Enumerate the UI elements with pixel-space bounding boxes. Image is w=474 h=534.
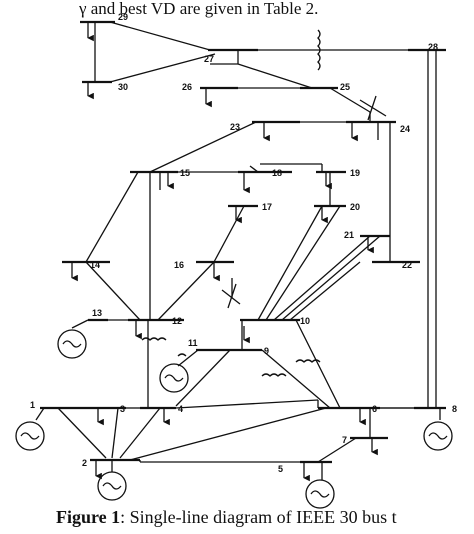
generators [15, 319, 453, 509]
bus-label-19: 19 [350, 168, 360, 178]
generator-13 [57, 329, 87, 359]
generator-2 [97, 471, 127, 501]
load-arrows [71, 22, 378, 482]
bus-label-29: 29 [118, 12, 128, 22]
bus-label-17: 17 [262, 202, 272, 212]
bus-label-26: 26 [182, 82, 192, 92]
bus-label-4: 4 [178, 404, 183, 414]
bus-label-28: 28 [428, 42, 438, 52]
bus-label-12: 12 [172, 316, 182, 326]
bus-label-16: 16 [174, 260, 184, 270]
bus-label-2: 2 [82, 458, 87, 468]
bus-label-21: 21 [344, 230, 354, 240]
bus-label-20: 20 [350, 202, 360, 212]
figure-caption: Figure 1: Single-line diagram of IEEE 30… [56, 506, 474, 530]
bus-label-13: 13 [92, 308, 102, 318]
bus-label-22: 22 [402, 260, 412, 270]
bus-label-9: 9 [264, 346, 269, 356]
bus-label-6: 6 [372, 404, 377, 414]
bus-label-27: 27 [204, 54, 214, 64]
bus-label-7: 7 [342, 435, 347, 445]
bus-label-10: 10 [300, 316, 310, 326]
switch-symbols [221, 95, 387, 309]
figure-caption-label: Figure 1 [56, 507, 121, 527]
bus-label-23: 23 [230, 122, 240, 132]
bus-label-8: 8 [452, 404, 457, 414]
bus-number-labels: 1 2 3 4 5 6 7 8 9 10 11 12 13 14 15 16 1… [30, 12, 457, 474]
bus-label-3: 3 [120, 404, 125, 414]
preceding-text-line: γ and best VD are given in Table 2. [79, 0, 319, 18]
generator-1 [15, 421, 45, 451]
bus-label-15: 15 [180, 168, 190, 178]
figure-caption-text: : Single-line diagram of IEEE 30 bus t [120, 507, 397, 527]
bus-label-5: 5 [278, 464, 283, 474]
generator-5 [305, 479, 335, 509]
bus-label-25: 25 [340, 82, 350, 92]
generator-8 [423, 421, 453, 451]
transmission-lines [57, 21, 437, 463]
transformer-coils [141, 29, 321, 377]
bus-label-30: 30 [118, 82, 128, 92]
generator-11 [159, 363, 189, 393]
bus-label-1: 1 [30, 400, 35, 410]
bus-label-14: 14 [90, 260, 100, 270]
bus-label-11: 11 [188, 338, 198, 348]
bus-label-24: 24 [400, 124, 410, 134]
bus-label-18: 18 [272, 168, 282, 178]
